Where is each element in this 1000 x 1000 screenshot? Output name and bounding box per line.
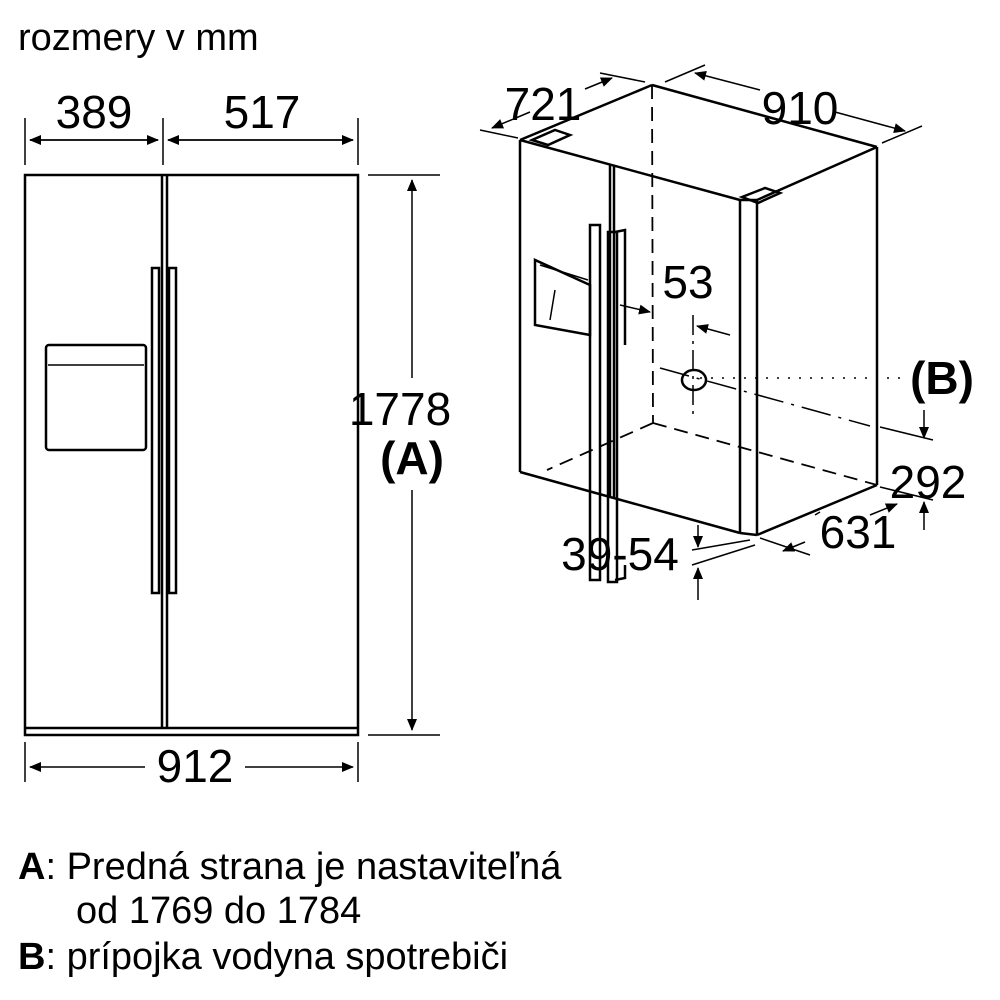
title: rozmery v mm [18,17,259,59]
legend-a-key: A [18,846,46,888]
total-width-label: 912 [157,740,234,792]
depth-body-label: 631 [820,506,897,558]
fridge-outline [23,173,360,737]
iso-view: 53 (B) 721 910 292 631 39 [479,64,974,600]
legend-b-key: B [18,936,46,978]
dispenser [44,343,148,452]
legend-b-text: : prípojka vodyna spotrebiči [45,936,509,978]
legend-b: B: prípojka vodyna spotrebiči [18,935,508,979]
iso-handle-left [588,223,602,582]
legend-a-text: : Predná strana je nastaviteľná [45,846,562,888]
handle-right [167,266,178,595]
water-connection-icon [680,368,708,392]
height-label: 1778 [349,383,451,435]
width-right-label: 517 [224,86,301,138]
feet-label: 39-54 [561,528,679,580]
water-ref-label: (B) [910,352,974,404]
offset-label: 53 [662,256,713,308]
water-height-label: 292 [890,456,967,508]
handle-left [150,266,161,595]
height-ref-label: (A) [380,432,444,484]
front-view: 389 517 1778 (A) 912 [23,86,451,792]
width-left-label: 389 [56,86,133,138]
depth-label: 721 [505,78,582,130]
legend-a-text2: od 1769 do 1784 [76,890,362,932]
iso-dispenser [533,258,592,337]
legend-a: A: Predná strana je nastaviteľná od 1769… [18,845,561,933]
iso-handle-right [606,230,619,584]
width-label: 910 [762,82,839,134]
